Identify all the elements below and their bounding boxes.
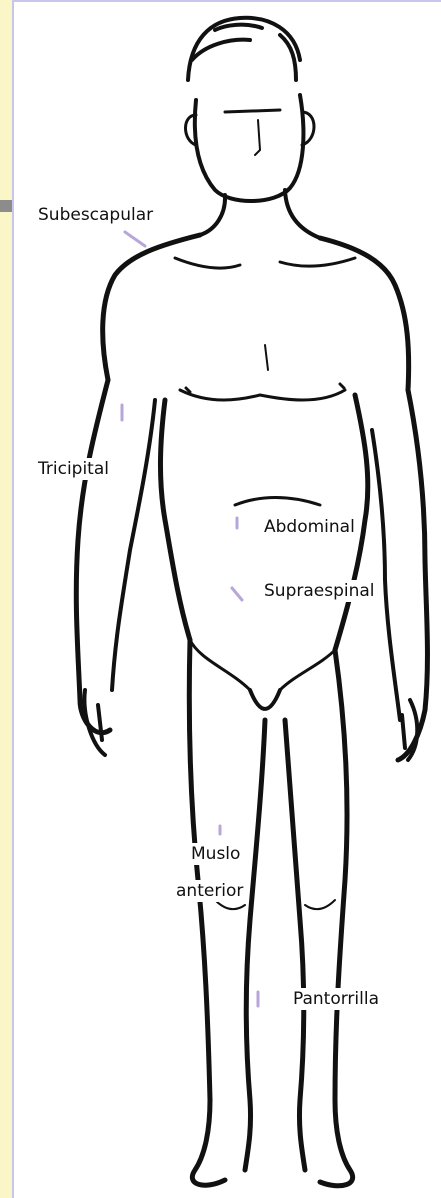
chest-line — [180, 390, 345, 400]
shoulder-right — [320, 238, 409, 390]
leg-left-outer — [189, 640, 225, 1185]
marker-subescapular — [125, 232, 145, 246]
label-subescapular: Subescapular — [35, 204, 156, 226]
label-muslo-anterior: anterior — [173, 880, 246, 902]
label-supraespinal: Supraespinal — [261, 580, 378, 602]
leg-left-inner — [245, 720, 265, 1170]
groin — [250, 690, 280, 709]
arm-right-inner — [372, 430, 400, 720]
leg-right-inner — [285, 720, 305, 1170]
torso-left — [160, 400, 190, 640]
hip-right — [280, 650, 335, 690]
hand-left — [84, 690, 105, 755]
clavicles — [175, 258, 355, 268]
arm-left-inner — [112, 400, 155, 690]
nipples — [186, 384, 344, 392]
nose — [255, 120, 260, 155]
label-abdominal: Abdominal — [261, 516, 358, 538]
hip-left — [190, 640, 250, 690]
leg-right-outer — [320, 650, 353, 1186]
hair — [188, 18, 300, 80]
label-pantorrilla: Pantorrilla — [290, 988, 382, 1010]
brow — [225, 110, 280, 112]
neck — [200, 190, 320, 238]
navel-line — [235, 498, 320, 506]
arm-left-outer — [76, 380, 110, 733]
sternum — [265, 345, 268, 370]
label-tricipital: Tricipital — [35, 458, 112, 480]
shoulder-left — [103, 235, 200, 380]
marker-supraespinal — [232, 588, 242, 600]
label-muslo: Muslo — [188, 843, 243, 865]
